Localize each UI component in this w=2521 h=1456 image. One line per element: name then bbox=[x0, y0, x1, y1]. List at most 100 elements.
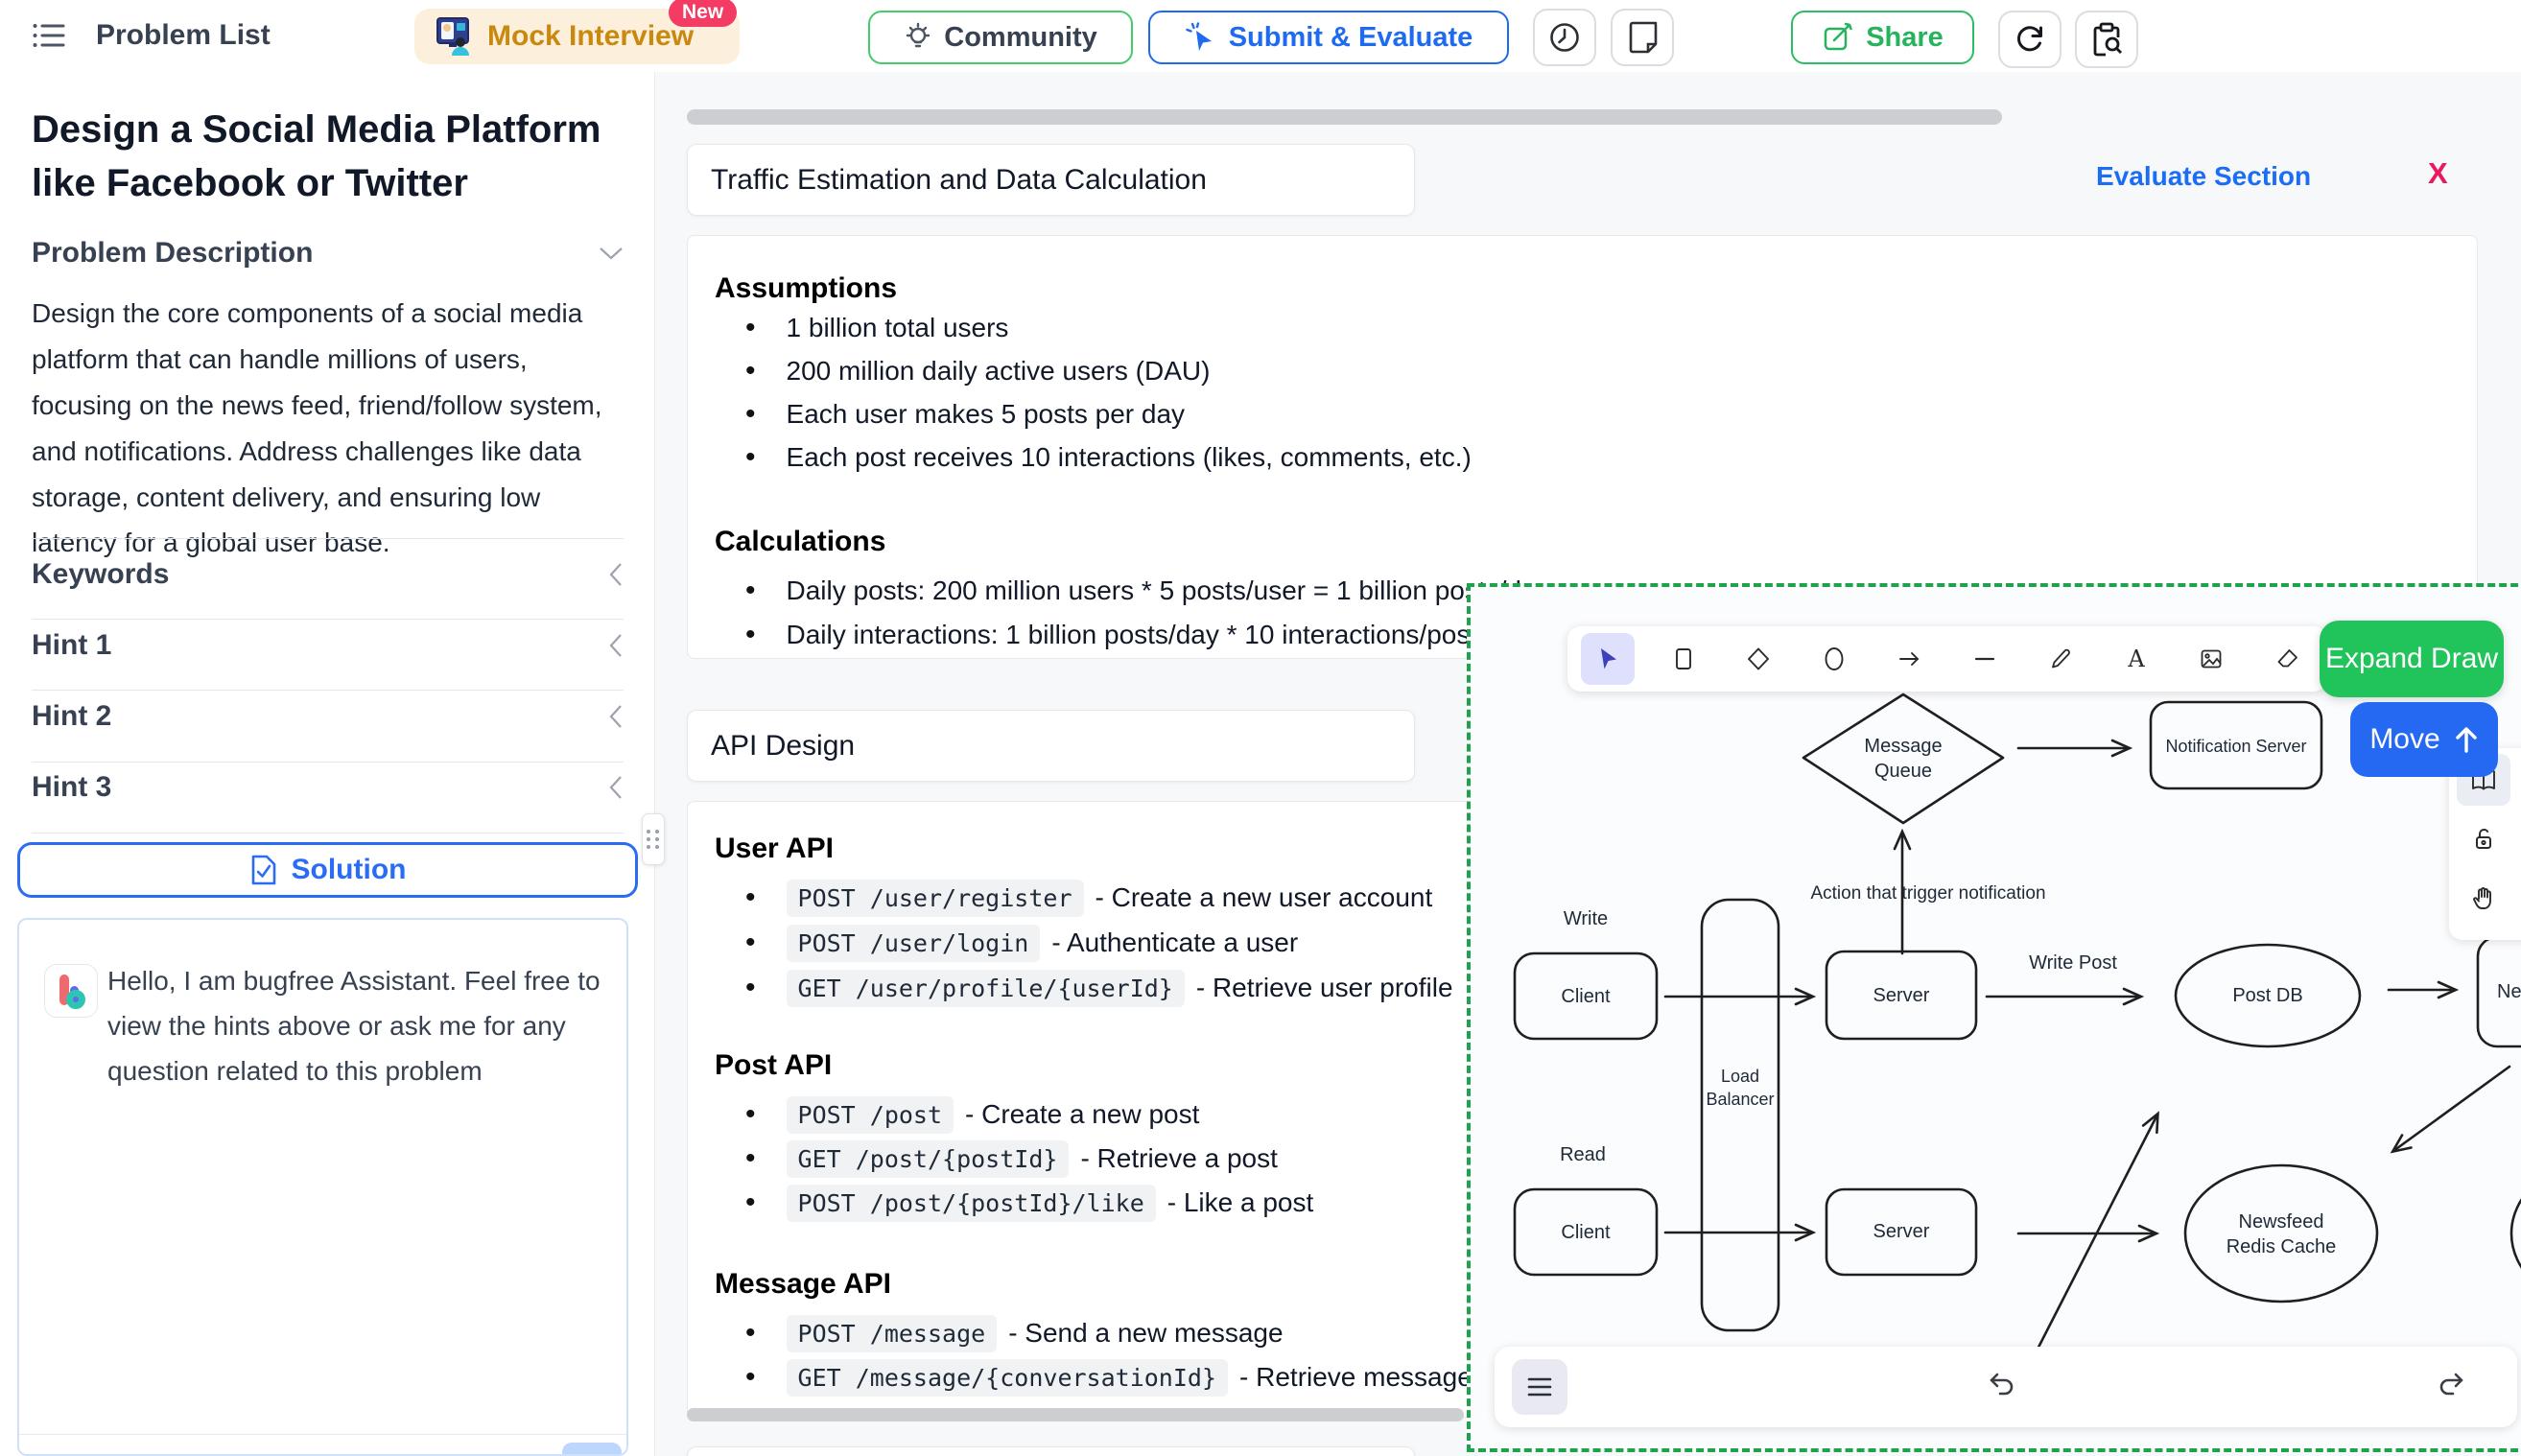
assistant-message: Hello, I am bugfree Assistant. Feel free… bbox=[107, 958, 602, 1093]
section-title-card-api[interactable]: API Design bbox=[687, 710, 1415, 782]
svg-text:Read: Read bbox=[1560, 1144, 1606, 1165]
api-item: POST /post/{postId}/like - Like a post bbox=[745, 1182, 1313, 1224]
load-balancer-node[interactable] bbox=[1702, 900, 1779, 1330]
post-api-heading: Post API bbox=[715, 1049, 832, 1082]
history-button[interactable] bbox=[1533, 9, 1596, 66]
partial-node[interactable] bbox=[2511, 1162, 2521, 1304]
svg-text:Redis Cache: Redis Cache bbox=[2226, 1236, 2337, 1257]
refresh-button[interactable] bbox=[1998, 11, 2062, 68]
undo-button[interactable] bbox=[1986, 1370, 2018, 1402]
arrow-tool[interactable] bbox=[1883, 633, 1937, 685]
svg-text:Write: Write bbox=[1564, 908, 1608, 929]
problem-description-toggle[interactable]: Problem Description bbox=[32, 237, 624, 270]
api-item: POST /post- Create a new post bbox=[745, 1093, 1199, 1136]
lock-button[interactable] bbox=[2457, 813, 2510, 865]
section-title-card-traffic[interactable]: Traffic Estimation and Data Calculation bbox=[687, 144, 1415, 216]
move-label: Move bbox=[2369, 723, 2439, 756]
svg-text:Newsfeed: Newsfeed bbox=[2239, 1211, 2324, 1233]
svg-text:New: New bbox=[2497, 981, 2521, 1002]
unlock-icon bbox=[2470, 825, 2497, 854]
pencil-tool[interactable] bbox=[2034, 633, 2087, 685]
line-icon bbox=[1971, 646, 1998, 672]
clipboard-search-button[interactable] bbox=[2075, 11, 2138, 68]
expand-draw-label: Expand Draw bbox=[2325, 643, 2498, 675]
solution-button[interactable]: Solution bbox=[17, 842, 638, 898]
chevron-left-icon bbox=[608, 633, 624, 658]
api-desc: - Authenticate a user bbox=[1051, 928, 1298, 958]
user-api-heading: User API bbox=[715, 833, 834, 865]
mock-interview-label: Mock Interview bbox=[487, 20, 694, 53]
problem-description-label: Problem Description bbox=[32, 237, 313, 270]
api-desc: - Like a post bbox=[1167, 1187, 1314, 1218]
expand-draw-button[interactable]: Expand Draw bbox=[2320, 621, 2504, 697]
cursor-icon bbox=[1594, 646, 1621, 672]
clipboard-search-icon bbox=[2089, 21, 2124, 58]
select-tool[interactable] bbox=[1581, 633, 1635, 685]
share-button[interactable]: Share bbox=[1791, 11, 1974, 64]
solution-doc-icon bbox=[249, 854, 278, 886]
note-icon bbox=[1626, 20, 1659, 55]
list-item: Each user makes 5 posts per day bbox=[745, 393, 1185, 435]
newsfeed-redis-cache-node[interactable] bbox=[2185, 1165, 2377, 1302]
redo-icon bbox=[2435, 1370, 2467, 1402]
svg-text:Write Post: Write Post bbox=[2029, 952, 2117, 974]
sidebar-resize-handle[interactable] bbox=[642, 813, 665, 865]
api-desc: - Create a new user account bbox=[1096, 882, 1433, 913]
message-queue-node[interactable] bbox=[1803, 694, 2003, 823]
move-button[interactable]: Move bbox=[2350, 702, 2498, 777]
pencil-icon bbox=[2047, 646, 2074, 672]
list-item: Daily posts: 200 million users * 5 posts… bbox=[745, 570, 1550, 612]
new-to-cache-arrow bbox=[2393, 1067, 2509, 1151]
hamburger-icon bbox=[1527, 1377, 1552, 1397]
api-item: GET /post/{postId}- Retrieve a post bbox=[745, 1138, 1278, 1180]
ellipse-tool[interactable] bbox=[1807, 633, 1861, 685]
sidebar-item-hint3[interactable]: Hint 3 bbox=[32, 766, 624, 809]
svg-text:Balancer: Balancer bbox=[1706, 1090, 1774, 1109]
draw-canvas-overlay[interactable]: Message Queue Notification Server Action… bbox=[1467, 583, 2521, 1452]
community-button[interactable]: Community bbox=[868, 11, 1133, 64]
api-item: POST /message- Send a new message bbox=[745, 1312, 1284, 1354]
mock-interview-button[interactable]: Mock Interview New bbox=[414, 9, 740, 64]
share-label: Share bbox=[1866, 22, 1944, 54]
canvas-menu-button[interactable] bbox=[1512, 1359, 1567, 1415]
svg-text:A: A bbox=[2127, 646, 2145, 672]
list-icon[interactable] bbox=[33, 21, 65, 50]
cursor-sparkle-icon bbox=[1185, 21, 1217, 54]
hand-button[interactable] bbox=[2457, 873, 2510, 925]
sidebar-item-hint1[interactable]: Hint 1 bbox=[32, 624, 624, 667]
arrow-up-icon bbox=[2454, 725, 2479, 754]
diamond-tool[interactable] bbox=[1732, 633, 1785, 685]
problem-list-button[interactable]: Problem List bbox=[96, 19, 271, 52]
horizontal-scrollbar-bottom[interactable] bbox=[687, 1408, 1464, 1421]
api-desc: - Retrieve user profile bbox=[1196, 973, 1453, 1003]
image-tool[interactable] bbox=[2184, 633, 2238, 685]
svg-text:Notification Server: Notification Server bbox=[2165, 737, 2306, 756]
close-section-button[interactable]: X bbox=[2428, 156, 2448, 191]
evaluate-section-link[interactable]: Evaluate Section bbox=[2096, 161, 2311, 192]
divider bbox=[32, 833, 624, 834]
next-section-card[interactable] bbox=[687, 1446, 1415, 1456]
svg-text:Action that trigger notificati: Action that trigger notification bbox=[1810, 883, 2045, 904]
list-item: 1 billion total users bbox=[745, 307, 1008, 349]
code-snippet: GET /message/{conversationId} bbox=[787, 1359, 1229, 1397]
image-icon bbox=[2198, 646, 2225, 672]
eraser-icon bbox=[2274, 646, 2300, 672]
sidebar-item-hint2[interactable]: Hint 2 bbox=[32, 695, 624, 738]
code-snippet: POST /user/login bbox=[787, 925, 1041, 962]
eraser-tool[interactable] bbox=[2260, 633, 2314, 685]
text-tool[interactable]: A bbox=[2109, 633, 2163, 685]
notes-button[interactable] bbox=[1611, 9, 1674, 66]
send-button[interactable] bbox=[562, 1443, 622, 1456]
top-header: Problem List Mock Interview New bbox=[0, 0, 2521, 72]
divider bbox=[32, 690, 624, 691]
redo-button[interactable] bbox=[2435, 1370, 2467, 1402]
assistant-chat-panel: Hello, I am bugfree Assistant. Feel free… bbox=[17, 918, 628, 1456]
diamond-icon bbox=[1745, 646, 1772, 672]
horizontal-scrollbar-top[interactable] bbox=[687, 109, 2002, 125]
submit-evaluate-button[interactable]: Submit & Evaluate bbox=[1148, 11, 1509, 64]
line-tool[interactable] bbox=[1958, 633, 2012, 685]
code-snippet: POST /post/{postId}/like bbox=[787, 1185, 1156, 1222]
read-postdb-arrow bbox=[2025, 1115, 2157, 1374]
rectangle-tool[interactable] bbox=[1657, 633, 1710, 685]
sidebar-item-keywords[interactable]: Keywords bbox=[32, 553, 624, 596]
